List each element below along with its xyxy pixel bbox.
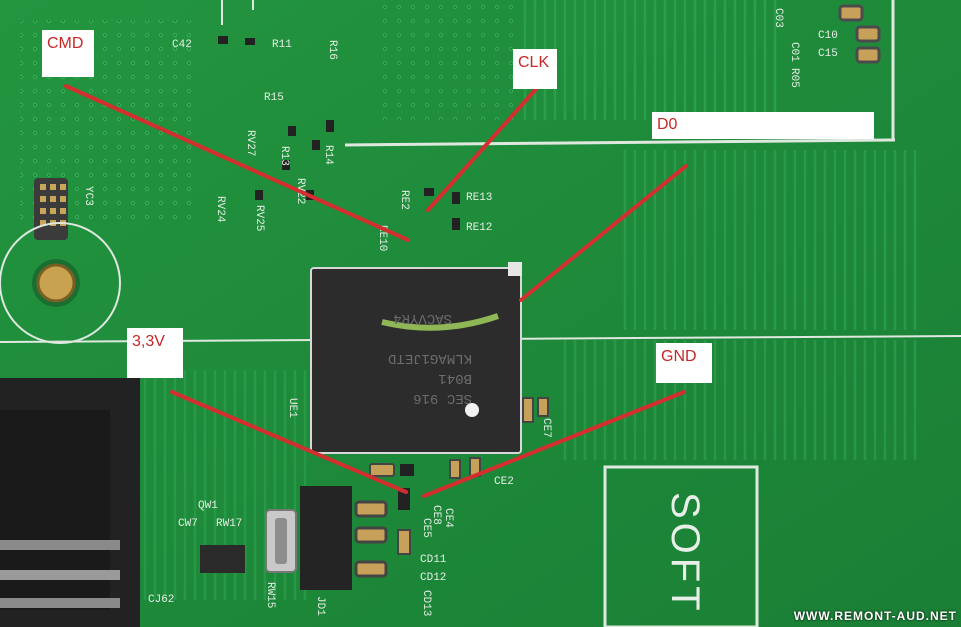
silk-jd1: JD1 [314, 596, 326, 616]
callout-3-3v: 3,3V [127, 328, 183, 378]
chip-text-line3: KLMAG1JETD [388, 350, 472, 366]
trace-field-lower [560, 340, 920, 460]
connector-left [0, 378, 140, 627]
silk-re12: RE12 [466, 222, 492, 234]
trace-field-top [520, 0, 780, 120]
line-33v [170, 390, 408, 494]
silk-rw17: RW17 [216, 518, 242, 530]
line-d0 [519, 164, 688, 302]
silk-rv24: RV24 [214, 196, 226, 223]
silk-c42: C42 [172, 39, 192, 51]
silk-r16: R16 [326, 40, 338, 60]
silk-rv27: RV27 [244, 130, 256, 156]
silk-cw7: CW7 [178, 518, 198, 530]
silk-cj62: CJ62 [148, 594, 174, 606]
silk-rv25: RV25 [253, 205, 265, 231]
silk-c15: C15 [818, 48, 838, 60]
silk-ce5: CE5 [420, 518, 432, 538]
silk-r15: R15 [264, 92, 284, 104]
mounting-hole [36, 263, 76, 303]
silk-ue1: UE1 [286, 398, 298, 418]
silk-cd12: CD12 [420, 572, 446, 584]
silk-re13: RE13 [466, 192, 492, 204]
silkscreen-labels: C42 R11 R16 R15 RV27 R13 R14 RV22 RV24 R… [82, 8, 838, 616]
silk-cd11: CD11 [420, 554, 447, 566]
chip-text-line2: B041 [438, 370, 472, 386]
silk-soft: SOFT [663, 492, 707, 615]
silk-r05: R05 [788, 68, 800, 88]
silk-c01: C01 [788, 42, 800, 62]
silk-c10: C10 [818, 30, 838, 42]
via-field-top [380, 0, 520, 120]
silk-line-h2 [344, 138, 896, 147]
silk-r13: R13 [278, 146, 290, 166]
callout-gnd: GND [656, 343, 712, 383]
chip-text-line1: SEC 916 [413, 390, 472, 406]
mounting-hole-ring [0, 222, 121, 344]
silk-rw15: RW15 [264, 582, 276, 608]
silk-r11: R11 [272, 39, 292, 51]
callout-d0: D0 [652, 112, 874, 139]
soft-box [603, 465, 759, 627]
watermark: WWW.REMONT-AUD.NET [793, 609, 957, 623]
silk-ce7: CE7 [540, 418, 552, 438]
smd-components [200, 4, 881, 590]
callout-lines [64, 84, 688, 498]
emmc-chip: SEC 916 B041 KLMAG1JETD SACVYR4 [310, 262, 522, 454]
silk-re2: RE2 [398, 190, 410, 210]
line-gnd [422, 390, 686, 498]
silk-cd13: CD13 [420, 590, 432, 616]
line-clk [426, 87, 538, 212]
chip-text-line4: SACVYR4 [393, 310, 452, 326]
silk-yc3: YC3 [82, 186, 94, 206]
silk-ce2: CE2 [494, 476, 514, 488]
silk-qw1: QW1 [198, 500, 218, 512]
callout-clk: CLK [513, 49, 557, 89]
silk-r14: R14 [322, 145, 334, 165]
chip-corner-marker [508, 262, 522, 276]
silk-ce8: CE8 [430, 505, 442, 525]
silk-c03: C03 [772, 8, 784, 28]
line-cmd [64, 84, 410, 242]
pin1-marker [465, 403, 479, 417]
trace-field-right [620, 150, 920, 330]
callout-cmd: CMD [42, 30, 94, 77]
silk-ce4: CE4 [442, 508, 454, 528]
